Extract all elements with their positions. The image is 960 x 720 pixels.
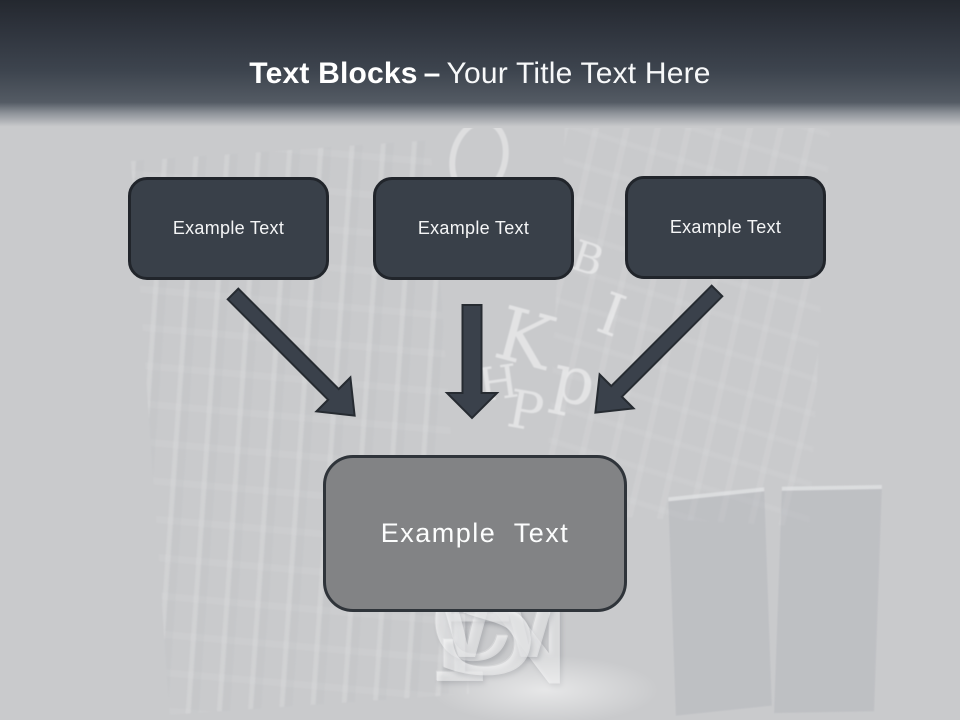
text-block-2[interactable]: Example Text xyxy=(373,177,574,280)
text-block-1-label: Example Text xyxy=(172,218,285,238)
slide-title-bold: Text Blocks xyxy=(249,57,418,90)
arrow-down-icon[interactable] xyxy=(444,304,500,420)
title-bar: Text Blocks–Your Title Text Here xyxy=(0,0,960,128)
arrow-down-right-icon[interactable] xyxy=(216,277,372,433)
arrow-down-left-icon[interactable] xyxy=(578,274,734,430)
slide-title-regular: Your Title Text Here xyxy=(446,57,711,90)
center-text-block[interactable]: Example Text xyxy=(323,455,627,612)
text-block-3-label: Example Text xyxy=(669,217,782,237)
text-block-2-label: Example Text xyxy=(417,218,530,238)
text-block-1[interactable]: Example Text xyxy=(128,177,329,280)
slide-title-separator: – xyxy=(423,57,441,90)
center-text-block-label: Example Text xyxy=(380,518,570,548)
slide-title: Text Blocks–Your Title Text Here xyxy=(0,57,960,91)
text-block-3[interactable]: Example Text xyxy=(625,176,826,279)
